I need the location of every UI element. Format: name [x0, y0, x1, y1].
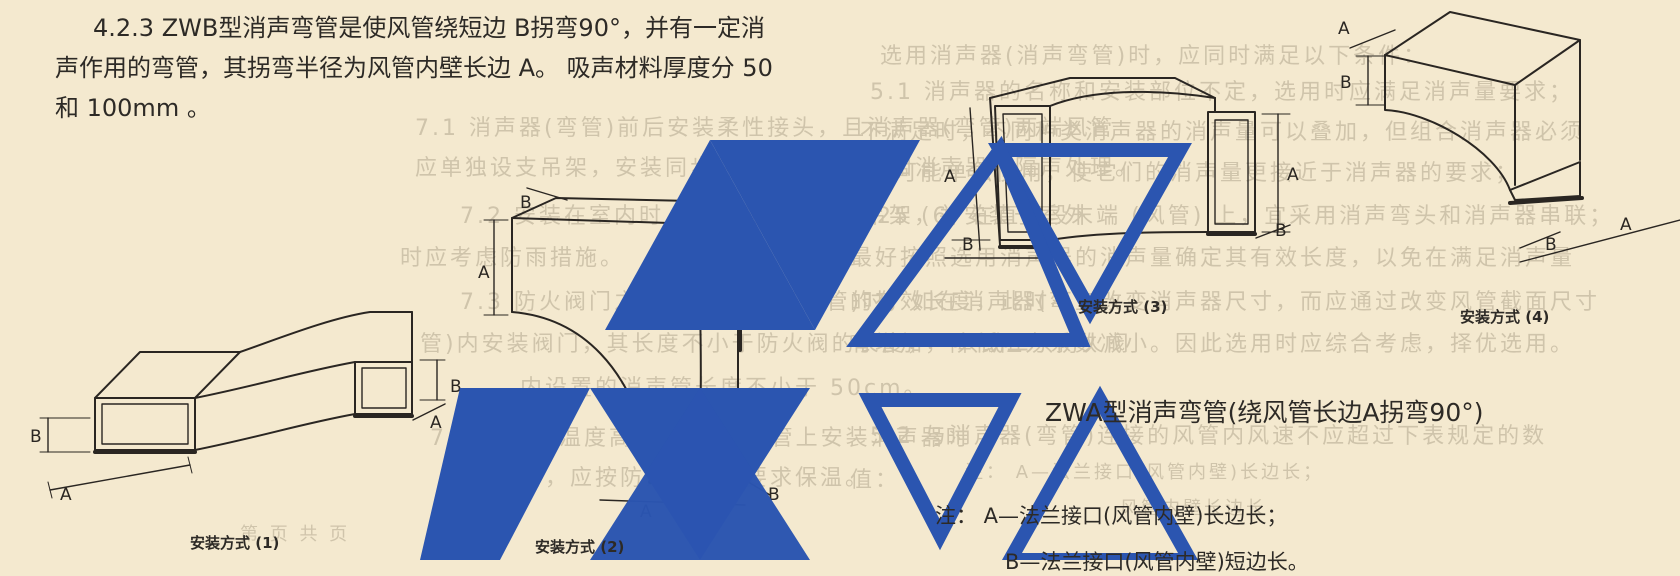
zwa-title: ZWA型消声弯管(绕风管长边A拐弯90°) — [1045, 398, 1484, 427]
fig2-dim-b: B — [520, 193, 532, 213]
figure-4-elbow — [1349, 11, 1680, 263]
scanned-page: 选用消声器(消声弯管)时，应同时满足以下条件： 5.1 消声器的名称和安装部位不… — [30, 8, 1680, 574]
watermark-outline-down — [988, 143, 1192, 325]
note-line-2: B—法兰接口(风管内壁)短边长。 — [1005, 550, 1309, 574]
bleed-text-10: 值： — [850, 468, 901, 493]
fig2-dim-a: A — [478, 263, 490, 283]
caption-install-3: 安装方式 (3) — [1078, 298, 1168, 316]
paragraph-line-2: 声作用的弯管，其拐弯半径为风管内壁长边 A。 吸声材料厚度分 50 — [55, 54, 773, 82]
watermark-outline-down-2 — [858, 393, 1022, 551]
fig1-dim-b2: B — [450, 377, 462, 397]
caption-install-2: 安装方式 (2) — [535, 538, 625, 556]
fig4-dim-a: A — [1338, 19, 1350, 39]
watermark-outline-up-2 — [1001, 385, 1199, 560]
watermark-triangle-left — [420, 388, 590, 560]
fig3-dim-b2: B — [1275, 221, 1287, 241]
caption-install-1: 安装方式 (1) — [190, 534, 280, 552]
figure-3-elbow — [944, 77, 1291, 259]
bleed-text-2: 5.1 消声器的名称和安装部位不定，选用时应满足消声量要求； — [870, 80, 1574, 105]
watermark-triangle-up-left — [605, 140, 815, 330]
fig3-dim-a: A — [944, 167, 956, 187]
bleed-text-7: 的有效长度，此时不宜改变消声器尺寸，而应通过改变风管截面尺寸 — [850, 290, 1601, 315]
fig1-dim-b: B — [30, 427, 42, 447]
watermark-triangle-down — [710, 140, 920, 330]
fig4-dim-b2: B — [1545, 235, 1557, 255]
watermark-solid-triangles — [420, 140, 920, 560]
bleed-text-22: 第 页 共 页 — [240, 524, 351, 545]
fig4-dim-b: B — [1340, 73, 1352, 93]
note-line-1: 注： A—法兰接口(风管内壁)长边长； — [935, 504, 1288, 528]
paragraph-4-2-3: 4.2.3 ZWB型消声弯管是使风管绕短边 B拐弯90°，并有一定消 声作用的弯… — [55, 8, 773, 128]
paragraph-line-3: 和 100mm 。 — [55, 94, 211, 122]
watermark-triangle-up-bottom-left — [590, 388, 810, 560]
drawings-layer: B A B A A B A B A B A B B A B A — [30, 11, 1680, 560]
watermark-outline-triangles — [846, 135, 1199, 560]
caption-install-4: 安装方式 (4) — [1460, 308, 1550, 326]
bleed-text-1: 选用消声器(消声弯管)时，应同时满足以下条件： — [880, 44, 1429, 69]
fig3-dim-b: B — [962, 235, 974, 255]
fig2-dim-b2: B — [768, 485, 780, 505]
fig1-dim-a: A — [60, 485, 72, 505]
fig4-dim-a2: A — [1620, 215, 1632, 235]
bleed-text-3: 不满足时，不同种类消声器的消声量可以叠加，但组合消声器必须 — [860, 120, 1586, 145]
fig3-dim-a2: A — [1287, 165, 1299, 185]
fig1-dim-a2: A — [430, 413, 442, 433]
watermark-outline-up-left — [846, 135, 1091, 347]
paragraph-line-1: 4.2.3 ZWB型消声弯管是使风管绕短边 B拐弯90°，并有一定消 — [93, 14, 765, 42]
figure-1-elbow — [39, 311, 446, 499]
